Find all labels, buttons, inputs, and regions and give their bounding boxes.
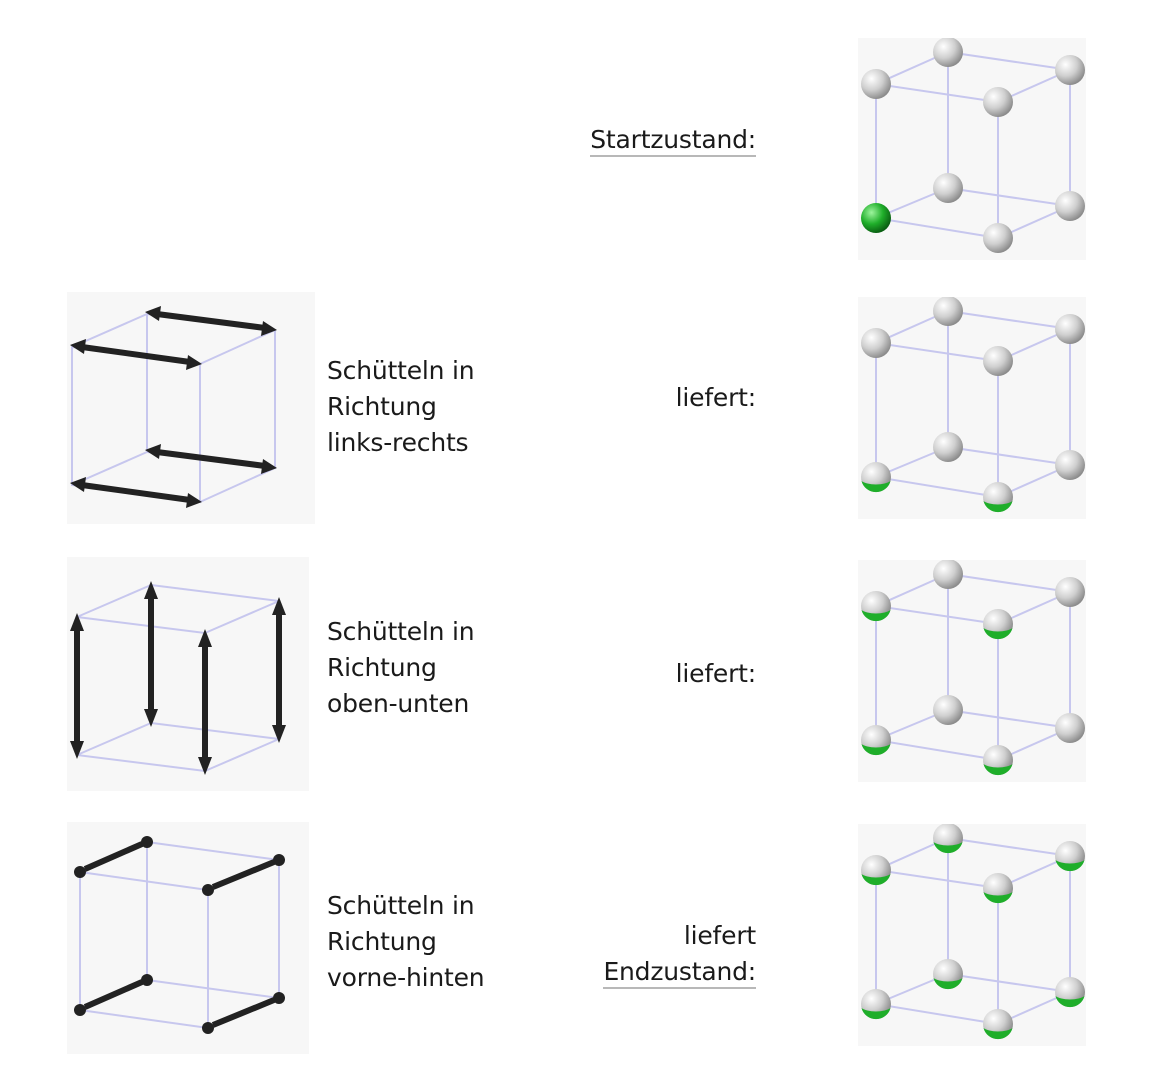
ball-back-bottom-left [933,695,963,725]
cube-edge [947,573,1071,593]
cube-edge [875,476,999,498]
green-ball-front-top-right [983,873,1013,904]
ball-back-bottom-left [933,173,963,203]
ball-back-top-right [1055,55,1085,85]
ball-back-top-left [933,297,963,326]
cube-edge [947,187,1071,207]
shake-left-right-label: Schütteln in Richtung links-rechts [327,356,475,457]
cube-edge [947,709,1071,729]
ball-back-top-left [933,560,963,589]
cube-edge [947,310,1071,330]
shake-front-back-diagram [67,822,309,1054]
start-state-cube [858,38,1086,260]
shake-front-back-label: Schütteln in Richtung vorne-hinten [327,891,485,992]
shake-left-right-diagram [67,292,315,524]
ball-back-top-left [933,38,963,67]
green-ball-back-top-left [933,824,963,854]
end-state-cube [858,824,1086,1046]
green-ball-front-top-left [861,855,891,886]
green-ball-front-bottom-right [983,1009,1013,1040]
green-ball-back-bottom-right [1055,977,1085,1008]
green-ball-back-bottom-left [933,959,963,990]
cube-edge [875,217,999,239]
green-ball-front-top-left [861,591,891,622]
ball-back-bottom-right [1055,191,1085,221]
green-ball-front-bottom-left [861,462,891,493]
cube-edge [947,973,1071,993]
cube-edge [947,446,1071,466]
cube-edge [875,739,999,761]
after-up-down-cube [858,560,1086,782]
cube-edge [875,83,999,103]
green-ball-front-bottom-left [861,203,891,233]
ball-front-top-left [861,69,891,99]
shake-up-down-diagram [67,557,309,791]
ball-front-top-right [983,346,1013,376]
green-ball-front-bottom-left [861,725,891,756]
cube-edge [875,605,999,625]
result-label-2: liefert: [675,659,757,688]
ball-back-bottom-left [933,432,963,462]
green-ball-front-bottom-right [983,745,1013,776]
ball-back-bottom-right [1055,450,1085,480]
cube-edge [875,1003,999,1025]
ball-back-bottom-right [1055,713,1085,743]
green-ball-front-top-right [983,609,1013,640]
ball-front-bottom-right [983,223,1013,253]
cube-edge [875,869,999,889]
after-left-right-cube [858,297,1086,519]
ball-back-top-right [1055,577,1085,607]
green-ball-front-bottom-left [861,989,891,1020]
ball-front-top-left [861,328,891,358]
green-ball-back-top-right [1055,841,1085,872]
start-state-label: Startzustand: [590,122,756,158]
shake-up-down-label: Schütteln in Richtung oben-unten [327,617,475,718]
green-ball-front-bottom-right [983,482,1013,513]
ball-back-top-right [1055,314,1085,344]
cube-edge [947,51,1071,71]
cube-edge [875,342,999,362]
result-label-1: liefert: [675,383,757,412]
cube-edge [947,837,1071,857]
ball-front-top-right [983,87,1013,117]
end-state-label: liefert Endzustand: [603,918,756,990]
